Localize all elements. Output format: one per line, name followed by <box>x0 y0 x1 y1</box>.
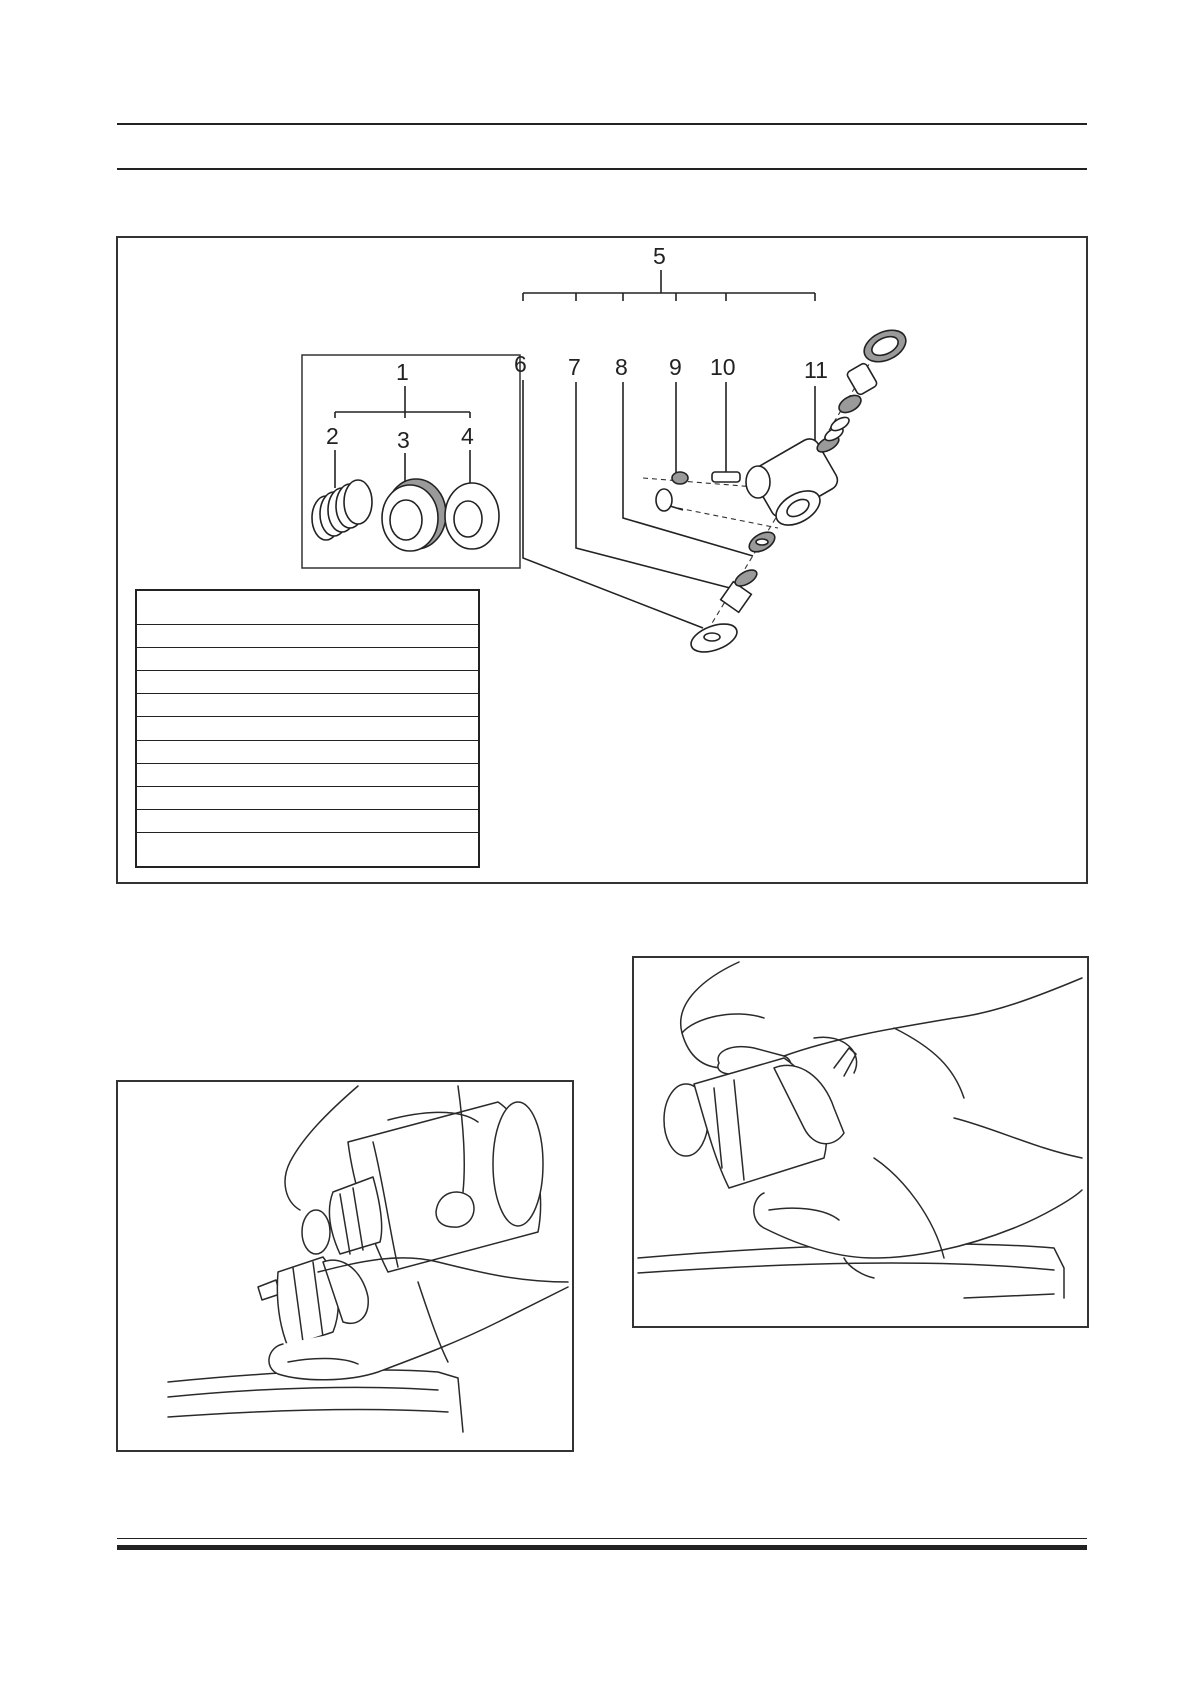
table-row <box>136 763 479 787</box>
callout-8: 8 <box>615 354 628 380</box>
cylinder-assembly-parts <box>655 329 907 653</box>
callout-4: 4 <box>461 423 474 449</box>
callout-9: 9 <box>669 354 682 380</box>
callout-6: 6 <box>514 351 527 377</box>
callout-3: 3 <box>397 427 410 453</box>
illustration-hands-pouring-fluid <box>116 1080 574 1452</box>
table-row <box>136 590 479 626</box>
table-row <box>136 809 479 833</box>
footer-rule-thick <box>117 1545 1087 1550</box>
hands-holding-cylinder-drawing <box>637 961 1083 1299</box>
table-row <box>136 786 479 810</box>
illustration-hands-holding-cylinder <box>632 956 1089 1328</box>
header-rule-bottom <box>117 168 1087 170</box>
parts-legend-table <box>135 589 480 868</box>
piston-seal-part <box>381 478 447 552</box>
spring-part <box>311 479 373 541</box>
table-row <box>136 716 479 741</box>
callout-11: 11 <box>804 357 828 383</box>
kit-inset-box <box>301 354 521 569</box>
table-row <box>136 670 479 695</box>
table-row <box>136 624 479 649</box>
exploded-diagram: 1 2 3 4 5 <box>301 243 907 653</box>
table-row <box>136 740 479 764</box>
footer-rule-thin <box>117 1538 1087 1539</box>
header-rule-top <box>117 123 1087 125</box>
hands-pouring-fluid-drawing <box>167 1085 569 1433</box>
callout-5: 5 <box>653 243 666 269</box>
callout-1: 1 <box>396 359 409 385</box>
table-row <box>136 647 479 672</box>
callout-7: 7 <box>568 354 581 380</box>
callout-2: 2 <box>326 423 339 449</box>
seal-ring-part <box>444 482 500 550</box>
table-row <box>136 693 479 718</box>
table-row <box>136 832 479 867</box>
callout-10: 10 <box>710 354 736 380</box>
